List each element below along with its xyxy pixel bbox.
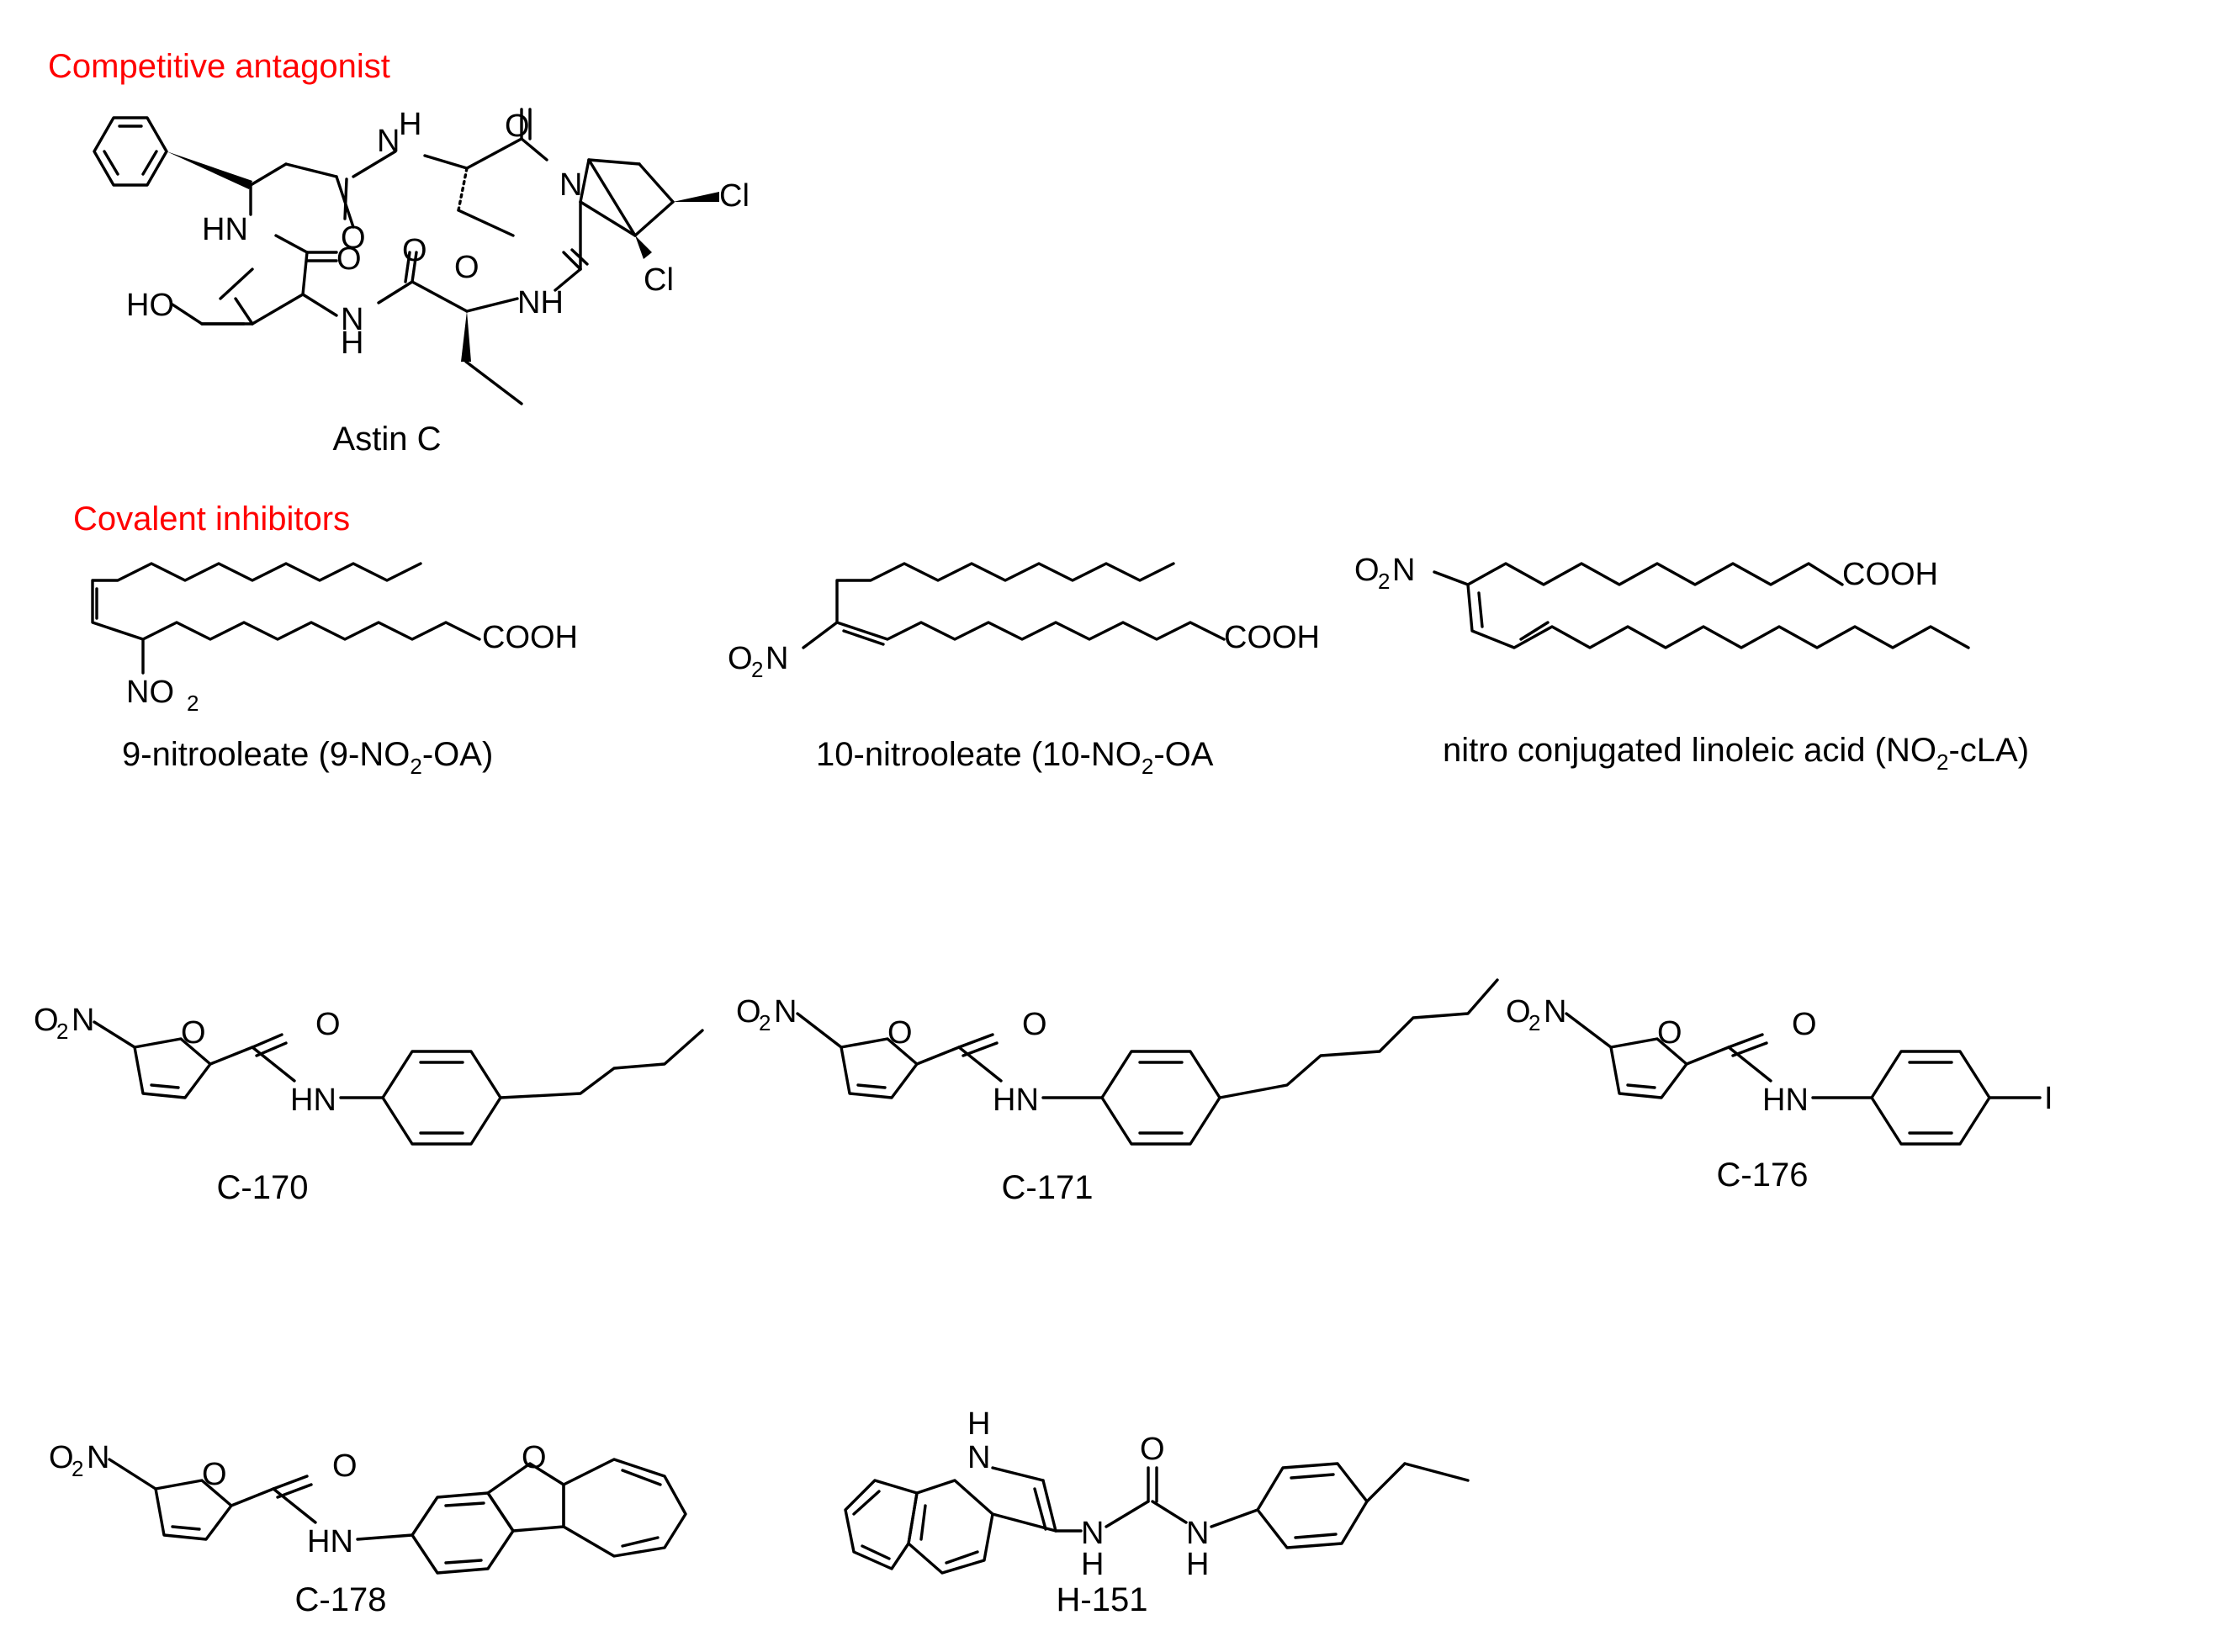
c170-structure: O 2 N O O HN C-170 [34,1003,704,1206]
h151-nh-2-h: H [1186,1547,1209,1582]
c176-n: N [1544,994,1566,1030]
svg-text:10-nitrooleate (10-NO2-OA: 10-nitrooleate (10-NO2-OA [816,736,1214,779]
nitro10-label-post: -OA [1153,736,1213,773]
c171-o: O [736,994,761,1030]
c170-n: N [72,1003,94,1038]
nitrocla-cooh: COOH [1842,557,1938,592]
astin-c-structure: N H O O N Cl Cl HN O O O NH HO N H Astin… [93,107,750,458]
c171-hn: HN [993,1083,1039,1118]
c176-furan-o: O [1657,1015,1682,1051]
c176-o-sub: 2 [1528,1010,1540,1035]
c176-iodine: I [2044,1081,2053,1116]
h151-indole-h: H [967,1406,990,1442]
c178-n: N [87,1440,109,1475]
astin-cl-2: Cl [644,262,674,298]
c178-structure: O 2 N O O HN O C-178 [49,1440,687,1618]
nitro9-no2-sub: 2 [187,691,199,716]
h151-nh-2-n: N [1186,1516,1209,1551]
nitro9-no2: NO [126,675,174,710]
c170-label: C-170 [217,1169,309,1206]
c171-o-sub: 2 [759,1010,771,1035]
c171-carbonyl-o: O [1022,1007,1047,1042]
nitro10-o: O [728,641,753,676]
c178-o: O [49,1440,74,1475]
astin-o: O [341,220,366,256]
c170-carbonyl-o: O [315,1007,341,1042]
nitrocla-label: nitro conjugated linoleic acid (NO [1443,732,1936,769]
nitrooleate-9-structure: COOH NO 2 9-nitrooleate (9-NO2-OA) [91,562,578,779]
h151-label: H-151 [1057,1581,1148,1618]
astin-cl-1: Cl [719,178,750,214]
astin-o4: O [402,233,427,268]
h151-nh-1-h: H [1081,1547,1104,1582]
c171-label: C-171 [1002,1169,1094,1206]
astin-ho: HO [126,288,174,323]
astin-nh: NH [517,285,564,320]
astin-o2: O [505,109,530,144]
nitro9-cooh: COOH [482,620,578,655]
astin-n2: N [559,167,582,203]
astin-h2: H [341,326,363,361]
nitro10-label-sub: 2 [1142,754,1153,779]
h151-carbonyl-o: O [1140,1432,1165,1467]
astin-o3: O [336,241,362,277]
c178-o-sub: 2 [72,1456,83,1481]
nitro10-label: 10-nitrooleate (10-NO [816,736,1142,773]
covalent-inhibitors-header: Covalent inhibitors [73,500,350,537]
astin-hn: HN [202,212,248,247]
c176-structure: O 2 N O O HN I C-176 [1506,994,2053,1194]
astin-h: H [399,107,421,142]
c176-carbonyl-o: O [1792,1007,1817,1042]
h151-indole-n: N [967,1440,990,1475]
c171-furan-o: O [887,1015,913,1051]
c176-hn: HN [1762,1083,1809,1118]
c176-label: C-176 [1717,1157,1809,1194]
c170-hn: HN [290,1083,336,1118]
c170-o: O [34,1003,59,1038]
astin-n: N [377,124,400,159]
nitro9-label-sub: 2 [410,754,421,779]
c170-furan-o: O [181,1015,206,1051]
c178-carbonyl-o: O [332,1448,358,1484]
c178-furan-o: O [202,1457,227,1492]
c178-hn: HN [307,1524,353,1559]
nitrocla-o: O [1354,553,1380,588]
nitrocla-label-post: -cLA) [1948,732,2029,769]
nitro9-label: 9-nitrooleate (9-NO [122,736,410,773]
c171-structure: O 2 N O O HN C-171 [736,978,1499,1206]
h151-nh-1-n: N [1081,1516,1104,1551]
nitro10-o-sub: 2 [751,657,763,682]
nitrooleate-10-structure: COOH O 2 N 10-nitrooleate (10-NO2-OA [728,562,1320,779]
c171-n: N [774,994,797,1030]
svg-text:9-nitrooleate (9-NO2-OA): 9-nitrooleate (9-NO2-OA) [122,736,493,779]
nitrocla-label-sub: 2 [1936,749,1948,775]
c170-o-sub: 2 [56,1019,68,1044]
nitro-cla-structure: COOH O 2 N nitro conjugated linoleic aci… [1354,553,2029,775]
svg-text:nitro conjugated linoleic acid: nitro conjugated linoleic acid (NO2-cLA) [1443,732,2029,775]
c176-o: O [1506,994,1531,1030]
astin-n3: N [341,302,363,337]
astin-c-label: Astin C [333,421,442,458]
competitive-antagonist-header: Competitive antagonist [48,48,390,85]
astin-o5: O [454,250,479,285]
nitro10-cooh: COOH [1224,620,1320,655]
nitro10-n: N [766,641,788,676]
nitrocla-n: N [1392,553,1415,588]
h151-structure: H N N H O N H H-151 [844,1406,1470,1618]
c178-label: C-178 [295,1581,387,1618]
c178-furan-o2: O [522,1440,547,1475]
nitro9-label-post: -OA) [422,736,493,773]
nitrocla-o-sub: 2 [1378,569,1390,594]
